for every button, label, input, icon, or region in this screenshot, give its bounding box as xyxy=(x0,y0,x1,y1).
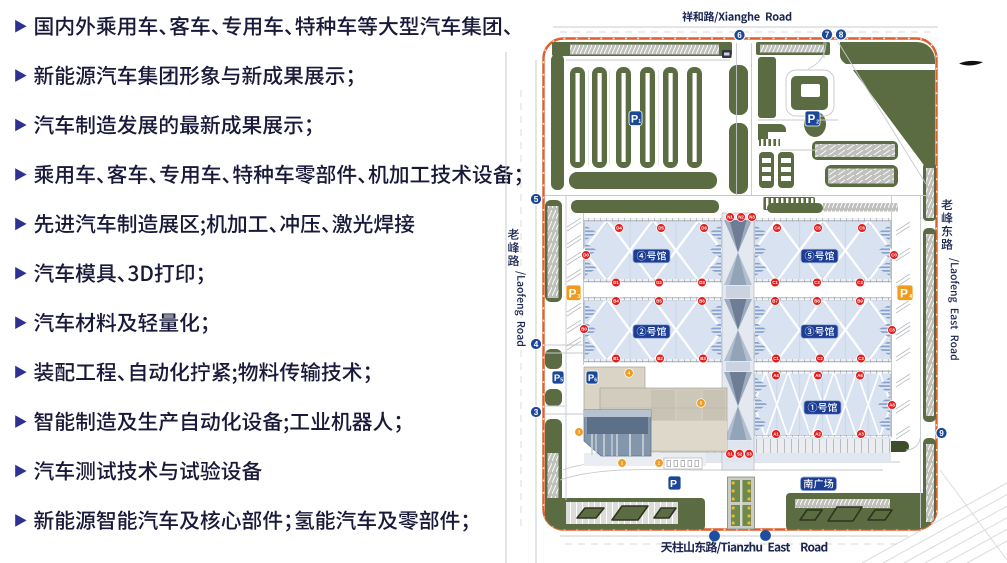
svg-text:N2: N2 xyxy=(738,215,744,220)
svg-text:P: P xyxy=(670,478,677,490)
svg-text:B0: B0 xyxy=(581,327,587,332)
svg-text:B4: B4 xyxy=(613,299,619,304)
svg-text:2: 2 xyxy=(658,461,661,467)
svg-text:C5: C5 xyxy=(815,226,821,231)
svg-text:N3: N3 xyxy=(749,215,755,220)
svg-text:S3: S3 xyxy=(746,451,752,456)
svg-text:A2: A2 xyxy=(815,432,821,437)
svg-text:D5: D5 xyxy=(658,226,664,231)
svg-text:4: 4 xyxy=(534,340,539,349)
svg-text:9: 9 xyxy=(939,429,944,438)
svg-text:3: 3 xyxy=(578,430,581,436)
svg-text:6: 6 xyxy=(594,378,597,384)
svg-text:6: 6 xyxy=(737,31,742,40)
svg-text:D2: D2 xyxy=(656,280,662,285)
svg-text:4: 4 xyxy=(628,371,631,377)
svg-text:C1: C1 xyxy=(773,356,779,361)
svg-text:B6: B6 xyxy=(699,299,705,304)
svg-text:P: P xyxy=(568,286,576,300)
svg-text:P: P xyxy=(631,113,638,125)
svg-text:5: 5 xyxy=(534,195,539,204)
svg-text:A6: A6 xyxy=(857,373,863,378)
svg-text:C3: C3 xyxy=(857,280,863,285)
svg-text:B9: B9 xyxy=(857,299,863,304)
svg-text:C8: C8 xyxy=(889,328,895,333)
svg-text:C6: C6 xyxy=(859,226,865,231)
svg-text:D6: D6 xyxy=(701,226,707,231)
svg-text:2: 2 xyxy=(816,120,819,126)
svg-text:A4: A4 xyxy=(773,373,779,378)
svg-text:8: 8 xyxy=(839,30,844,39)
svg-text:A5: A5 xyxy=(815,373,821,378)
svg-text:D1: D1 xyxy=(613,280,619,285)
svg-text:3: 3 xyxy=(534,408,539,417)
svg-text:N1: N1 xyxy=(727,215,733,220)
svg-text:D3: D3 xyxy=(699,280,705,285)
svg-text:C2: C2 xyxy=(814,280,820,285)
svg-text:A1: A1 xyxy=(773,432,779,437)
svg-text:B1: B1 xyxy=(613,356,619,361)
svg-text:S1: S1 xyxy=(727,451,733,456)
svg-text:3: 3 xyxy=(577,294,580,300)
svg-text:A8: A8 xyxy=(889,403,895,408)
svg-text:P: P xyxy=(554,373,561,384)
svg-text:C3: C3 xyxy=(858,356,864,361)
svg-text:P: P xyxy=(900,286,908,300)
svg-text:A3: A3 xyxy=(858,432,864,437)
svg-text:C4: C4 xyxy=(774,226,780,231)
svg-text:5: 5 xyxy=(700,401,703,407)
svg-text:D4: D4 xyxy=(616,226,622,231)
svg-text:C2: C2 xyxy=(817,356,823,361)
svg-text:7: 7 xyxy=(825,30,830,39)
svg-text:B8: B8 xyxy=(814,299,820,304)
svg-text:B2: B2 xyxy=(657,356,663,361)
svg-text:B3: B3 xyxy=(700,356,706,361)
svg-text:1: 1 xyxy=(638,119,641,125)
svg-text:D0: D0 xyxy=(583,253,589,258)
svg-text:4: 4 xyxy=(909,294,912,300)
svg-text:5: 5 xyxy=(560,378,563,384)
svg-text:C1: C1 xyxy=(772,280,778,285)
svg-text:S2: S2 xyxy=(737,451,743,456)
svg-text:P: P xyxy=(588,373,595,384)
svg-text:P: P xyxy=(808,114,816,126)
svg-text:B7: B7 xyxy=(772,299,778,304)
svg-text:1: 1 xyxy=(621,461,624,467)
svg-text:C0: C0 xyxy=(891,253,897,258)
svg-text:B5: B5 xyxy=(656,299,662,304)
